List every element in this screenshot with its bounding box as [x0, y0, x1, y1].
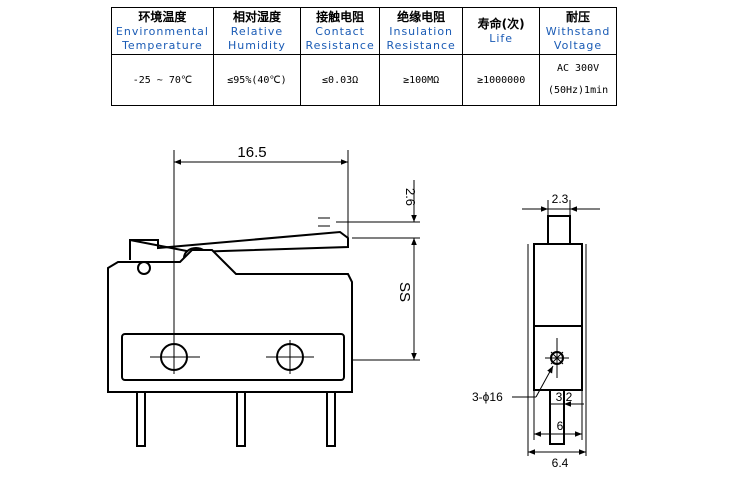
- terminal-pins: [136, 391, 336, 447]
- value-withstand-voltage: AC 300V (50Hz)1min: [539, 54, 617, 106]
- front-view-guides: [150, 150, 420, 374]
- pivot-pin: [137, 261, 151, 275]
- dim-overall-length: 16.5: [237, 144, 266, 161]
- side-view-guides: [512, 200, 600, 456]
- spec-table: 环境温度 Environmental Temperature 相对湿度 Rela…: [111, 7, 617, 106]
- lever-arm: [129, 230, 349, 260]
- front-view: [107, 230, 353, 447]
- body-recess: [121, 333, 345, 381]
- switch-body: [107, 249, 353, 393]
- value-insulation-resistance: ≥100MΩ: [379, 54, 464, 106]
- dim-hole-note: 3-ϕ16: [472, 390, 503, 404]
- spec-header-row: 环境温度 Environmental Temperature 相对湿度 Rela…: [111, 7, 617, 55]
- value-humidity: ≤95%(40℃): [212, 54, 302, 106]
- header-withstand-voltage: 耐压 Withstand Voltage: [539, 7, 617, 55]
- spec-value-row: -25 ~ 70℃ ≤95%(40℃) ≤0.03Ω ≥100MΩ ≥10000…: [111, 54, 617, 106]
- header-environmental-temperature: 环境温度 Environmental Temperature: [111, 7, 214, 55]
- dim-height: SS: [396, 282, 413, 302]
- dim-pin-pitch: 3.2: [556, 390, 573, 404]
- dim-width-top: 2.3: [552, 192, 569, 206]
- value-temperature: -25 ~ 70℃: [111, 54, 214, 106]
- plunger: [547, 215, 571, 245]
- side-body: [533, 243, 583, 327]
- dim-overall-width: 6.4: [552, 456, 569, 470]
- dim-width: 6: [557, 419, 564, 433]
- dim-lever-offset: 2.6: [403, 188, 418, 206]
- side-pin: [549, 389, 565, 445]
- header-contact-resistance: 接触电阻 Contact Resistance: [300, 7, 381, 55]
- side-view: [533, 215, 583, 445]
- value-life: ≥1000000: [462, 54, 541, 106]
